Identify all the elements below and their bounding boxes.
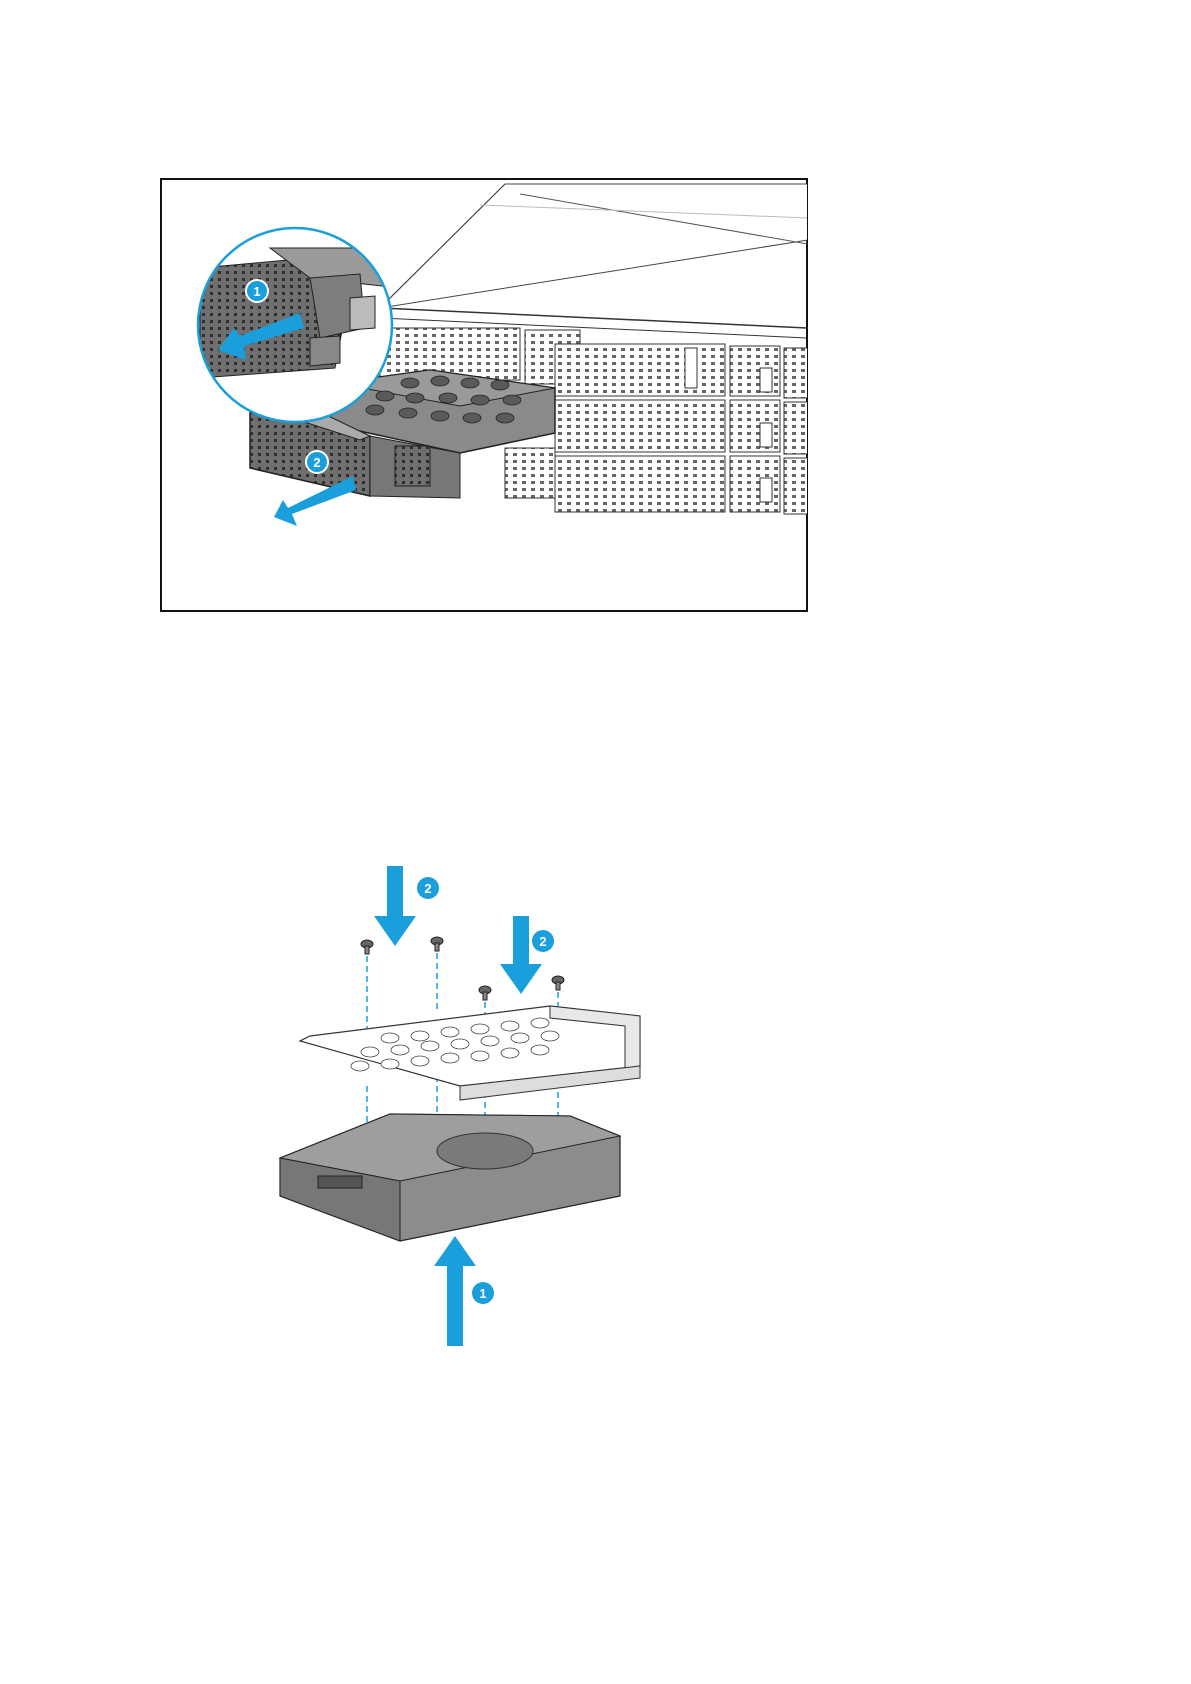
drive-mounting-illustration: 2 2: [270, 846, 720, 1366]
step-2-badge-right: 2: [532, 930, 554, 952]
screw-down-arrow-icon-right: [500, 916, 542, 994]
step-1-badge-bottom: 1: [472, 1282, 494, 1304]
svg-text:2: 2: [539, 934, 546, 949]
svg-text:1: 1: [253, 284, 260, 299]
figure-drive-mounting: 2 2: [270, 846, 720, 1366]
step-2-badge-left: 2: [417, 877, 439, 899]
tray-removal-illustration: 2 1: [160, 178, 808, 612]
step-1-badge: 1: [246, 280, 268, 302]
step-2-badge: 2: [306, 451, 328, 473]
drive-up-arrow-icon: [434, 1236, 476, 1346]
hard-drive: [280, 1114, 620, 1241]
svg-text:2: 2: [424, 881, 431, 896]
tray-plate: [300, 1006, 640, 1100]
screw-down-arrow-icon: [374, 866, 416, 946]
svg-text:1: 1: [479, 1286, 486, 1301]
svg-text:2: 2: [313, 455, 320, 470]
figure-tray-removal: 2 1: [160, 178, 808, 612]
